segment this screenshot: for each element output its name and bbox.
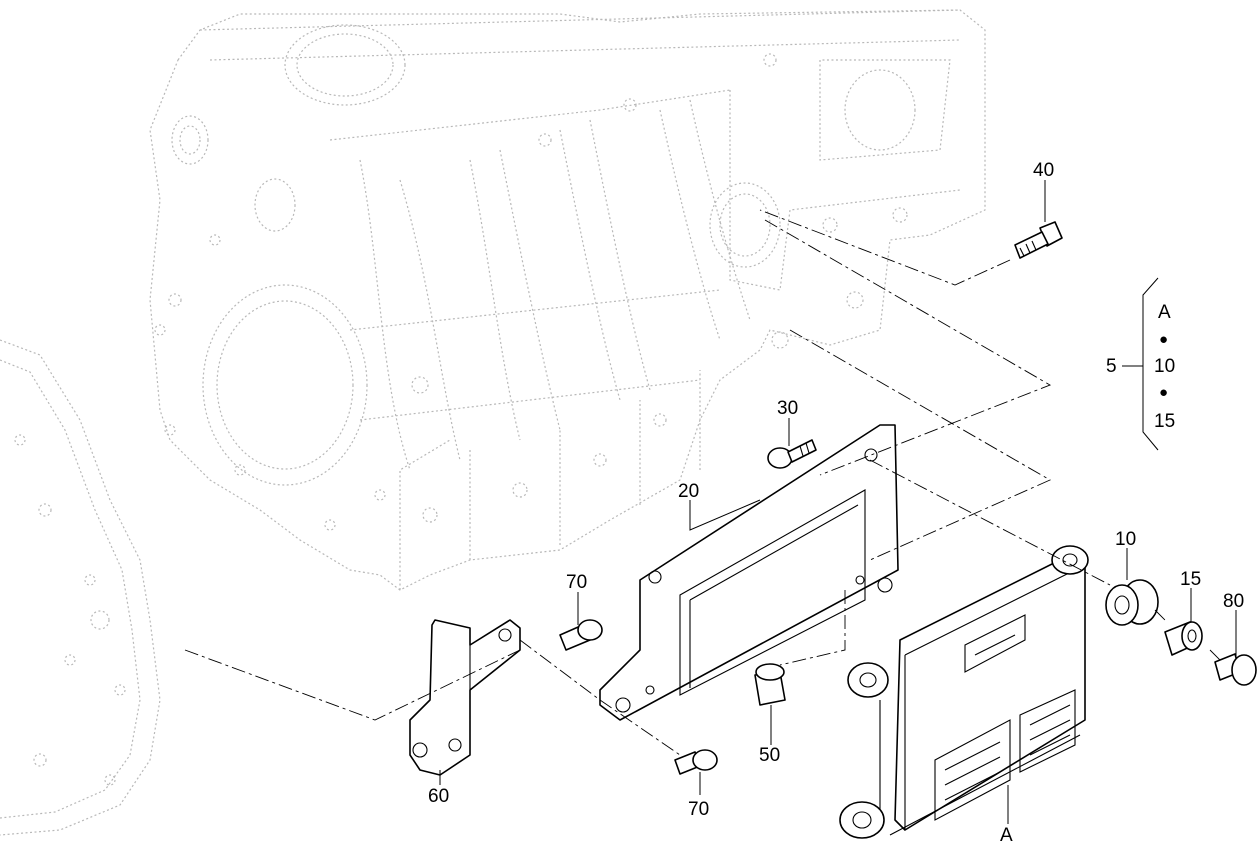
callout-80: 80 — [1223, 591, 1244, 612]
callout-70-lower: 70 — [688, 799, 709, 820]
callout-20: 20 — [678, 481, 699, 502]
bolt-30 — [767, 439, 817, 469]
mounting-plate-20 — [599, 424, 899, 721]
callout-40: 40 — [1033, 160, 1054, 181]
bolt-70-lower — [674, 749, 718, 775]
spacer-10 — [1105, 579, 1159, 626]
callout-15: 15 — [1180, 569, 1201, 590]
bolt-70-upper — [559, 619, 603, 651]
callout-labels: 40 30 20 10 15 80 70 70 50 60 A — [428, 160, 1244, 846]
nut-50 — [754, 663, 786, 706]
kit-label: 5 — [1106, 356, 1117, 377]
kit-item-10: 10 — [1154, 356, 1175, 377]
callout-70-upper: 70 — [566, 572, 587, 593]
callout-60: 60 — [428, 786, 449, 807]
engine-block-ghost — [149, 9, 986, 591]
callout-10: 10 — [1115, 529, 1136, 550]
callout-A: A — [1000, 825, 1013, 846]
kit-separator-1: ● — [1159, 331, 1168, 348]
bolt-80 — [1214, 653, 1257, 686]
kit-separator-2: ● — [1159, 384, 1168, 401]
kit-group-5: 5 A ● 10 ● 15 — [1106, 302, 1175, 432]
kit-item-a: A — [1158, 302, 1171, 323]
flywheel-housing-ghost — [0, 339, 161, 836]
bolt-40 — [1014, 221, 1063, 259]
assembly-lines — [184, 209, 1221, 756]
ecu-module — [839, 545, 1089, 839]
callout-30: 30 — [777, 398, 798, 419]
bracket-60 — [409, 619, 521, 776]
callout-50: 50 — [759, 745, 780, 766]
sleeve-15 — [1164, 621, 1203, 656]
leader-lines — [439, 180, 1237, 824]
kit-item-15: 15 — [1154, 411, 1175, 432]
